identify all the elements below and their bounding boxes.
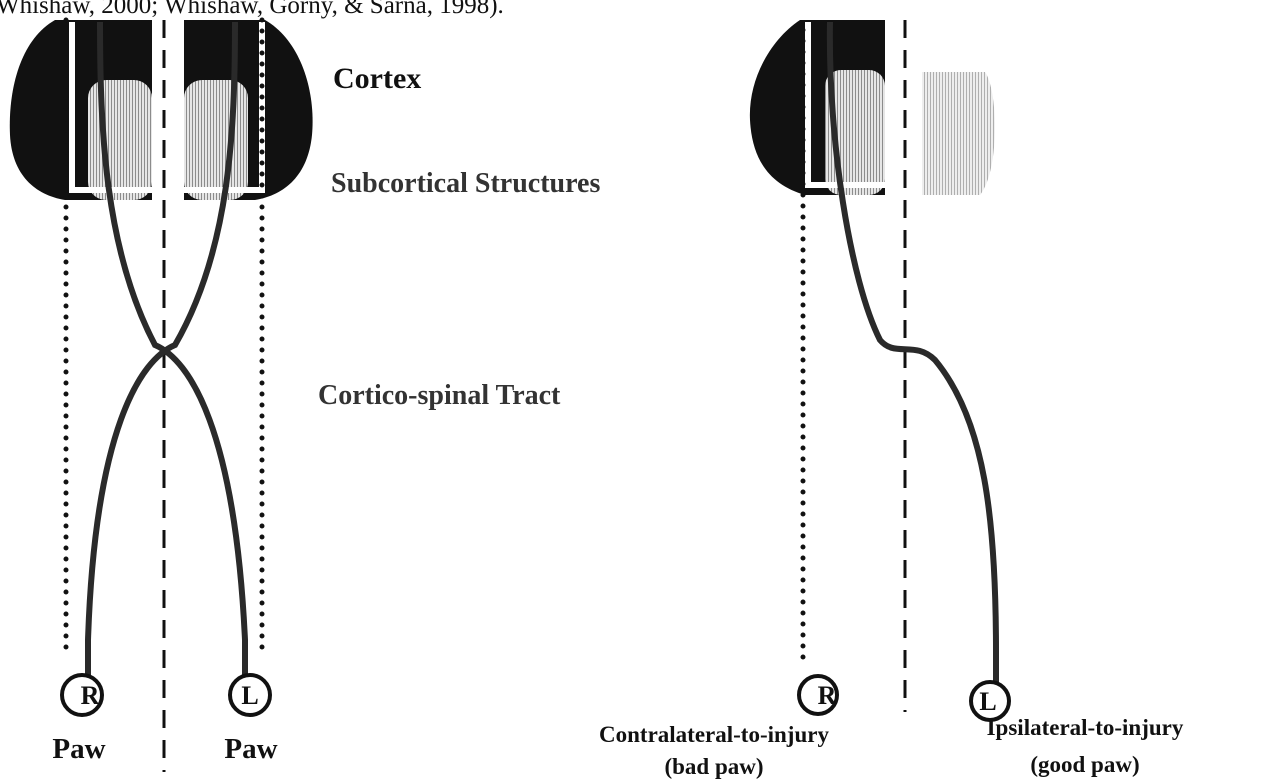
- left-intact-diagram: R L Paw Paw: [10, 20, 313, 772]
- contralateral-caption-line2: (bad paw): [664, 754, 763, 779]
- contralateral-caption-line1: Contralateral-to-injury: [599, 722, 829, 747]
- left-subcortical-structure: [88, 80, 152, 200]
- right-injured-diagram: R L Contralateral-to-injury (bad paw) Ip…: [599, 20, 1184, 779]
- left-diagram-left-paw-caption: Paw: [224, 733, 277, 765]
- subcortical-structures-label: Subcortical Structures: [331, 168, 600, 199]
- ipsilateral-caption-line1: Ipsilateral-to-injury: [987, 715, 1184, 740]
- cortico-spinal-tract-label: Cortico-spinal Tract: [318, 380, 561, 411]
- injured-diagram-left-paw-letter: L: [979, 687, 996, 716]
- injured-diagram-right-paw-letter: R: [818, 681, 837, 710]
- left-diagram-right-paw-letter: R: [81, 681, 100, 710]
- injured-diagram-damaged-hemisphere: [922, 72, 995, 195]
- left-diagram-right-paw-caption: Paw: [52, 733, 105, 765]
- right-subcortical-structure: [184, 80, 248, 200]
- left-diagram-left-paw-letter: L: [241, 681, 258, 710]
- ipsilateral-caption-line2: (good paw): [1030, 752, 1139, 777]
- caption-fragment: Whishaw, 2000; Whishaw, Gorny, & Sarna, …: [0, 0, 504, 19]
- cortex-label: Cortex: [333, 62, 421, 95]
